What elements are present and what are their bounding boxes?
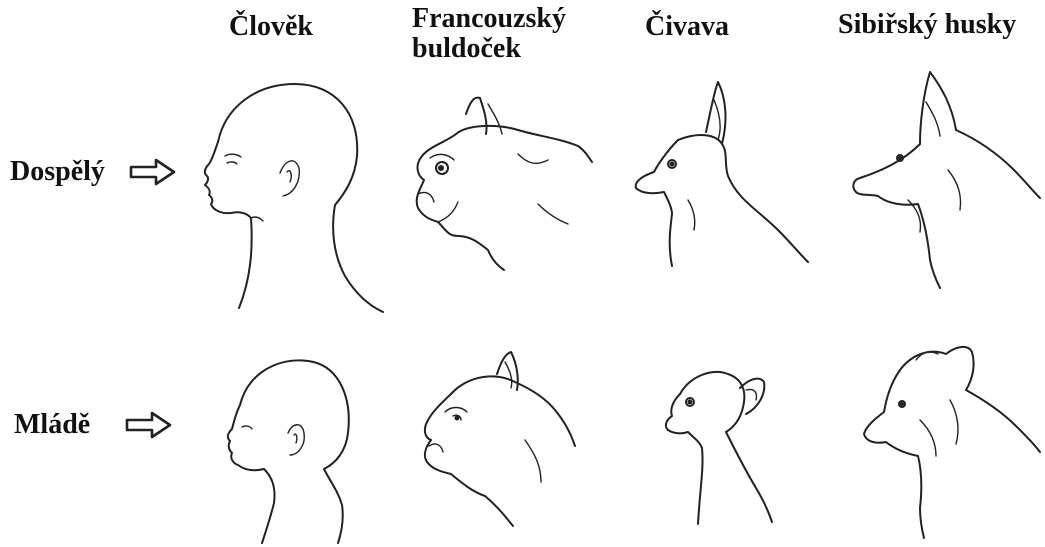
french-bulldog-puppy-head-icon bbox=[415, 350, 580, 530]
adult-chihuahua-head-icon bbox=[628, 80, 813, 270]
row-label-adult: Dospělý bbox=[10, 157, 105, 187]
adult-husky-head-icon bbox=[848, 70, 1043, 290]
adult-french-bulldog-head-icon bbox=[408, 94, 598, 274]
column-label-french-bulldog: Francouzský buldoček bbox=[412, 4, 566, 64]
row-label-young: Mládě bbox=[14, 410, 90, 440]
baby-human-head-icon bbox=[220, 355, 360, 545]
chihuahua-puppy-head-icon bbox=[660, 358, 780, 528]
outline-right-arrow-icon bbox=[128, 157, 178, 187]
column-label-human: Člověk bbox=[229, 12, 313, 42]
adult-human-head-icon bbox=[195, 78, 390, 313]
column-label-chihuahua: Čivava bbox=[645, 12, 729, 42]
column-label-text: Člověk bbox=[229, 11, 313, 42]
column-label-line2: buldoček bbox=[412, 34, 566, 64]
row-label-text: Dospělý bbox=[10, 156, 105, 187]
column-label-text: Čivava bbox=[645, 11, 729, 42]
column-label-line1: Francouzský bbox=[412, 4, 566, 34]
column-label-husky: Sibiřský husky bbox=[838, 10, 1016, 40]
outline-right-arrow-icon bbox=[124, 410, 174, 440]
column-label-text: Sibiřský husky bbox=[838, 9, 1016, 40]
row-label-text: Mládě bbox=[14, 409, 90, 440]
husky-puppy-head-icon bbox=[860, 340, 1045, 540]
